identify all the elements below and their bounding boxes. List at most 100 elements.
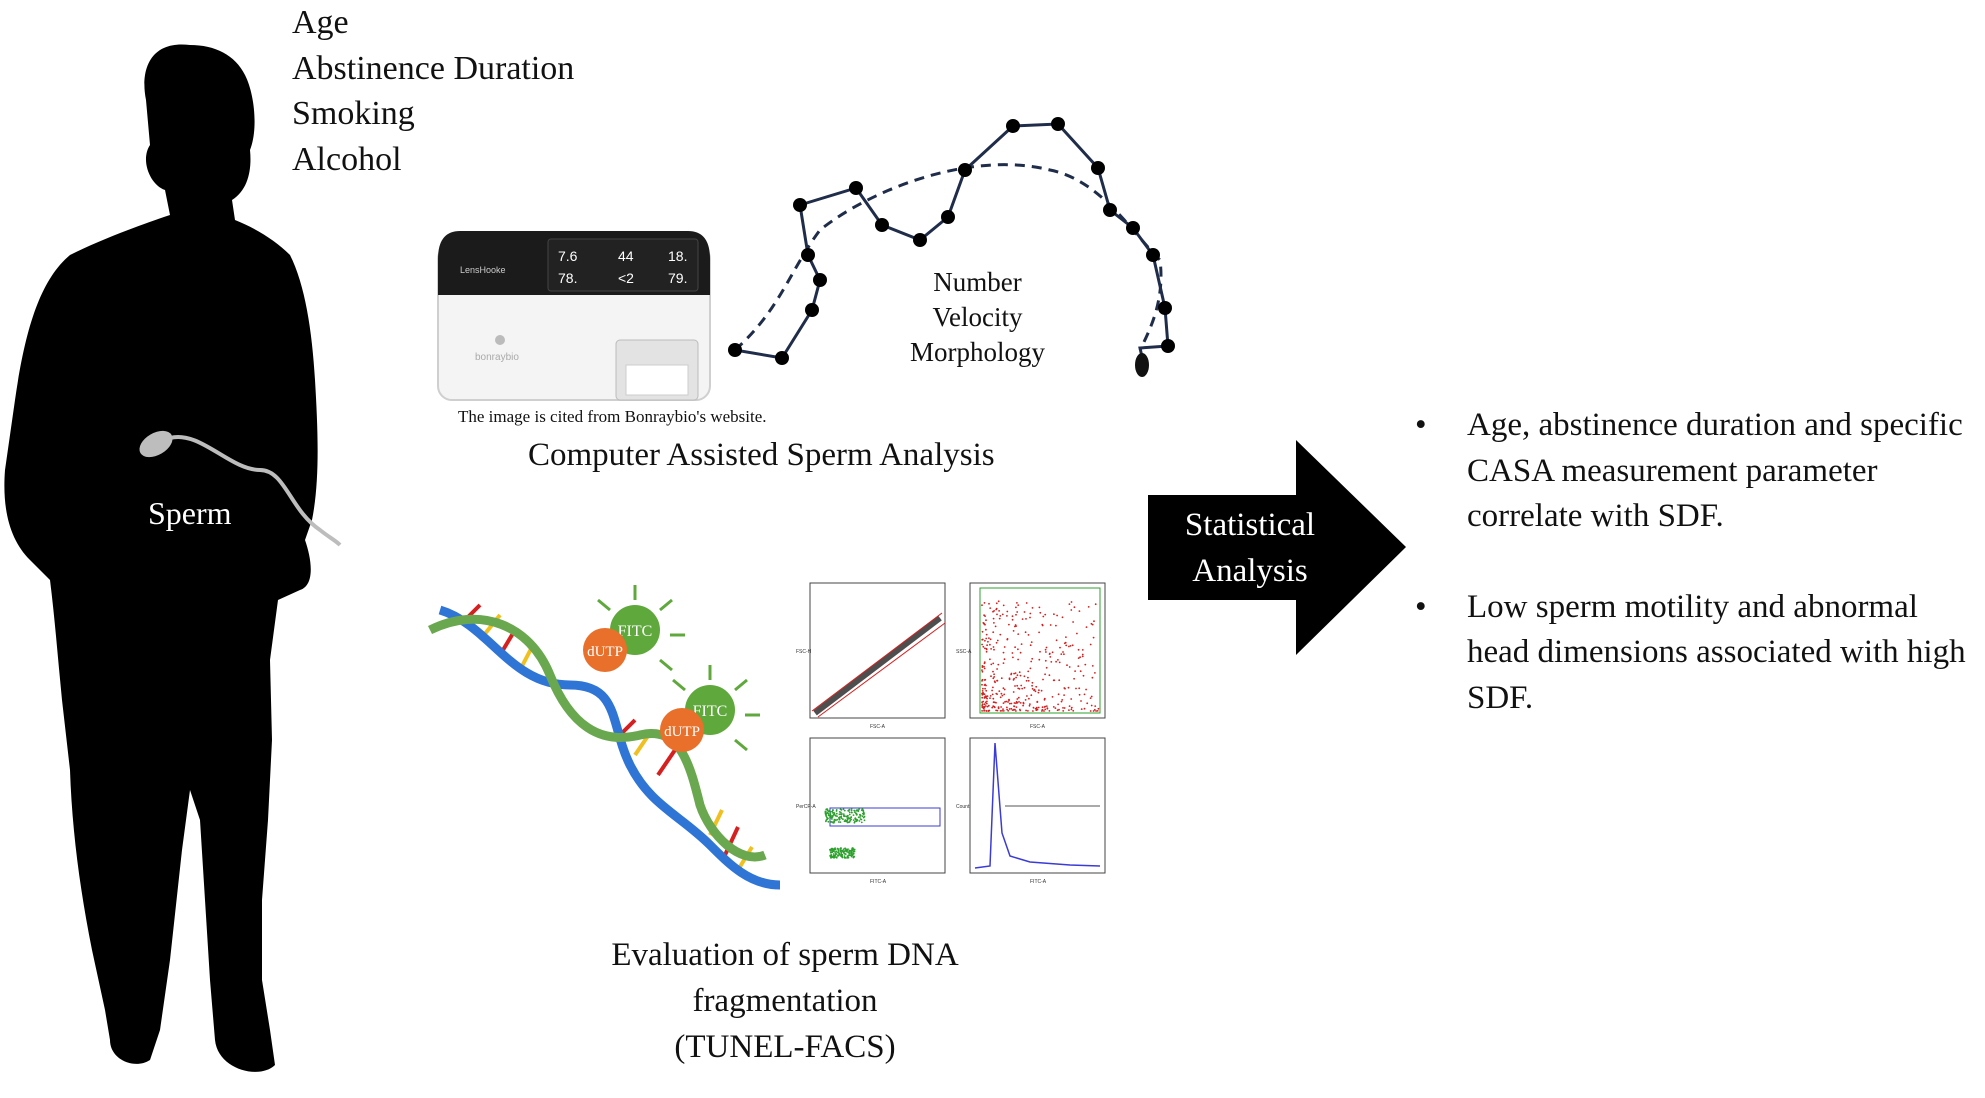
scatter-dot <box>995 602 998 605</box>
scatter-dot <box>1011 615 1014 618</box>
scatter-dot <box>850 816 853 818</box>
scatter-dot <box>991 689 993 692</box>
scatter-dot <box>1012 679 1015 681</box>
scatter-dot <box>1038 658 1041 661</box>
scatter-dot <box>861 808 864 810</box>
scatter-dot <box>832 854 835 857</box>
scatter-dot <box>1020 684 1023 687</box>
scatter-dot <box>831 810 834 813</box>
scatter-dot <box>994 625 997 628</box>
scatter-dot <box>836 818 839 821</box>
scatter-dot <box>847 848 849 851</box>
scatter-dot <box>1016 684 1019 687</box>
scatter-dot <box>850 811 853 814</box>
scatter-dot <box>859 813 861 816</box>
scatter-dot <box>844 853 846 855</box>
scatter-dot <box>996 613 998 616</box>
fitc-label-2: FITC <box>693 703 728 720</box>
scatter-dot <box>1007 709 1010 712</box>
scatter-dot <box>1067 686 1070 689</box>
fitc-burst-1 <box>597 585 685 672</box>
scatter-dot <box>1043 697 1046 700</box>
scatter-dot <box>1095 710 1097 712</box>
facs-plot-ssc: SSC-A FSC-A <box>956 582 1106 730</box>
scatter-dot <box>1087 606 1090 608</box>
scatter-dot <box>1031 657 1034 660</box>
scatter-dot <box>1015 625 1017 627</box>
scatter-dot <box>1007 701 1009 703</box>
scatter-dot <box>1008 623 1010 626</box>
scatter-dot <box>1014 646 1016 649</box>
scatter-dot <box>1000 692 1003 695</box>
sperm-trajectory <box>728 117 1175 377</box>
scatter-dot <box>983 696 986 698</box>
scatter-dot <box>1028 704 1031 707</box>
scatter-dot <box>1010 673 1012 676</box>
scatter-dot <box>852 819 855 821</box>
scatter-dot <box>1028 697 1030 700</box>
scatter-dot <box>996 709 999 712</box>
scatter-dot <box>1025 679 1028 682</box>
scatter-dot <box>1019 674 1022 677</box>
factor-alcohol: Alcohol <box>292 140 402 178</box>
scatter-dot <box>835 850 838 853</box>
scatter-dot <box>1041 706 1044 709</box>
scatter-dot <box>830 821 832 823</box>
scatter-dot <box>1000 677 1003 680</box>
scatter-dot <box>859 816 861 818</box>
scatter-dot <box>1068 603 1071 605</box>
scatter-dot <box>1006 708 1008 711</box>
scatter-dot <box>840 849 842 852</box>
scatter-dot <box>852 850 855 853</box>
scatter-dot <box>1039 611 1042 614</box>
scatter-dot <box>1059 646 1061 649</box>
scatter-dot <box>1029 667 1032 670</box>
dna-strand-green <box>427 614 767 862</box>
scatter-dot <box>984 687 986 690</box>
scatter-dot <box>1015 700 1018 703</box>
scatter-dot <box>826 808 828 810</box>
scatter-dot <box>1040 689 1043 692</box>
scatter-dot <box>992 631 995 634</box>
scatter-dot <box>981 604 983 607</box>
scatter-dot <box>1053 613 1055 616</box>
scatter-dot <box>992 686 994 689</box>
scatter-dot <box>1066 664 1068 667</box>
scatter-dot <box>1097 707 1100 710</box>
scatter-dot <box>982 687 984 690</box>
scatter-dot <box>1080 700 1082 702</box>
scatter-dot <box>1021 618 1024 620</box>
scatter-dot <box>981 710 983 712</box>
scatter-dot <box>835 810 838 812</box>
scatter-dot <box>1038 606 1041 609</box>
scatter-dot <box>1001 709 1003 712</box>
scatter-dot <box>1057 703 1059 706</box>
sperm-head <box>139 430 173 458</box>
scatter-dot <box>841 855 844 857</box>
scatter-dot <box>1045 651 1047 653</box>
casa-device: 7.6 44 18. 78. <2 79. LensHooke bonraybi… <box>437 231 711 401</box>
scatter-dot <box>997 663 1000 666</box>
scatter-dot <box>981 638 984 641</box>
scatter-dot <box>996 693 998 695</box>
arrow-label: Statistical Analysis <box>1140 502 1360 594</box>
scatter-dot <box>850 808 853 810</box>
scatter-dot <box>1043 710 1045 712</box>
scatter-dot <box>985 702 988 705</box>
scatter-dot <box>995 607 998 610</box>
scatter-dot <box>983 703 986 706</box>
scatter-dot <box>852 848 855 850</box>
scatter-dot <box>992 617 995 620</box>
factor-list: Age Abstinence Duration Smoking Alcohol <box>292 0 574 182</box>
scatter-dot <box>1023 675 1026 678</box>
scatter-dot <box>863 819 866 822</box>
scatter-dot <box>853 855 855 858</box>
scatter-dot <box>1065 644 1068 647</box>
scatter-dot <box>846 855 849 858</box>
scatter-dot <box>992 662 995 665</box>
scatter-dot <box>989 638 992 641</box>
scatter-dot <box>981 704 984 707</box>
scatter-dot <box>999 615 1002 617</box>
scatter-dot <box>984 623 986 626</box>
param-morphology: Morphology <box>910 337 1045 367</box>
